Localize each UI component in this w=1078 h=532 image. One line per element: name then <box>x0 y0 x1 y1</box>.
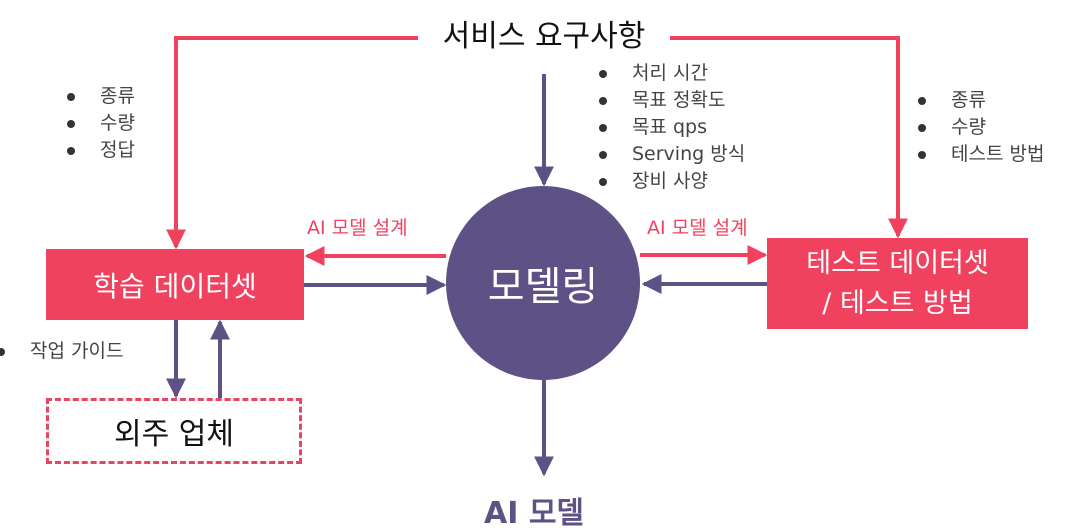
bullet-item: 목표 qps <box>594 114 745 141</box>
design-label-left: AI 모델 설계 <box>307 217 408 239</box>
bullet-item: 처리 시간 <box>594 60 745 87</box>
bullet-item: 수량 <box>62 110 135 137</box>
service-requirements-title: 서비스 요구사항 <box>418 14 670 60</box>
test-dataset-label-line2: / 테스트 방법 <box>822 287 973 319</box>
vendor-label: 외주 업체 <box>114 417 234 452</box>
bullet-item: 종류 <box>62 83 135 110</box>
req-arrow-to-test <box>670 36 908 239</box>
modeling-circle: 모델링 <box>446 186 640 380</box>
training-dataset-label: 학습 데이터셋 <box>93 269 257 303</box>
bullet-item: 장비 사양 <box>594 168 745 195</box>
bullet-item: 종류 <box>913 87 1044 114</box>
test-dataset-label-line1: 테스트 데이터셋 <box>806 247 989 279</box>
ai-model-output: AI 모델 <box>484 496 585 531</box>
bullet-item: 작업 가이드 <box>0 338 123 365</box>
outsourcing-vendor-box: 외주 업체 <box>46 398 302 464</box>
bullet-item: 테스트 방법 <box>913 141 1044 168</box>
bullet-item: 목표 정확도 <box>594 87 745 114</box>
training-dataset-box: 학습 데이터셋 <box>46 249 304 320</box>
bullet-item: 수량 <box>913 114 1044 141</box>
bullet-item: Serving 방식 <box>594 141 745 168</box>
bullet-item: 정답 <box>62 137 135 164</box>
test-dataset-box: 테스트 데이터셋 / 테스트 방법 <box>767 238 1028 329</box>
vendor-guide-list: 작업 가이드 <box>0 338 123 365</box>
design-label-right: AI 모델 설계 <box>647 217 748 239</box>
req-arrow-to-train <box>166 36 418 250</box>
modeling-label: 모델링 <box>487 264 599 310</box>
